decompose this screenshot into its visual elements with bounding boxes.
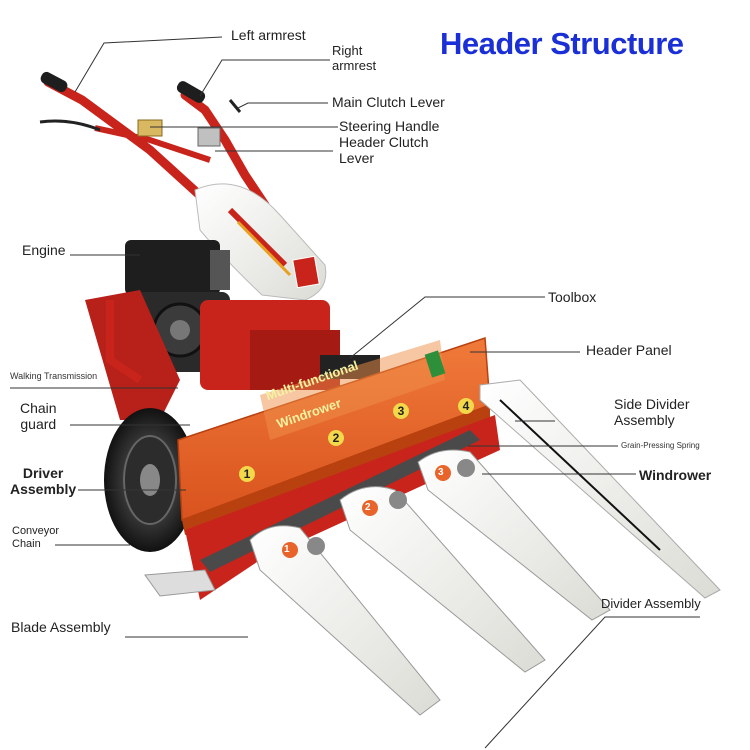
label-steering-handle: Steering Handle: [339, 118, 440, 134]
label-driver-assembly: Driver Assembly: [10, 465, 77, 498]
page-title: Header Structure: [440, 26, 684, 61]
panel-number-1: 1: [239, 466, 255, 482]
panel-number-3: 3: [393, 403, 409, 419]
label-right-armrest: Right armrest: [332, 43, 377, 73]
label-walking-transmission: Walking Transmission: [10, 371, 98, 381]
label-toolbox: Toolbox: [548, 289, 597, 305]
header-panel-shape: [177, 336, 491, 535]
drive-wheel: [104, 408, 196, 552]
panel-number-2: 2: [328, 430, 344, 446]
label-left-armrest: Left armrest: [231, 27, 306, 43]
panel-number-4: 4: [458, 398, 474, 414]
right-grip: [176, 81, 206, 103]
label-side-divider-assembly: Side Divider Assembly: [614, 396, 690, 429]
leader-lines: [10, 36, 700, 749]
side-divider-shape: [479, 379, 721, 599]
label-conveyor-chain: Conveyor Chain: [12, 525, 60, 550]
label-engine: Engine: [22, 242, 66, 258]
steering-handle-plate: [137, 119, 163, 137]
label-main-clutch-lever: Main Clutch Lever: [332, 94, 445, 110]
label-windrower: Windrower: [639, 467, 712, 483]
divider-fingers: [249, 449, 611, 716]
label-chain-guard: Chain guard: [20, 400, 57, 433]
divider-number-2: 2: [365, 502, 371, 513]
divider-number-1: 1: [284, 544, 290, 555]
divider-number-3: 3: [438, 467, 444, 478]
label-divider-assembly: Divider Assembly: [601, 596, 701, 611]
label-grain-pressing-spring: Grain-Pressing Spring: [621, 441, 700, 450]
label-header-panel: Header Panel: [586, 342, 672, 358]
label-blade-assembly: Blade Assembly: [11, 619, 111, 635]
label-header-clutch-lever: Header Clutch Lever: [339, 134, 429, 167]
left-grip: [40, 71, 68, 93]
